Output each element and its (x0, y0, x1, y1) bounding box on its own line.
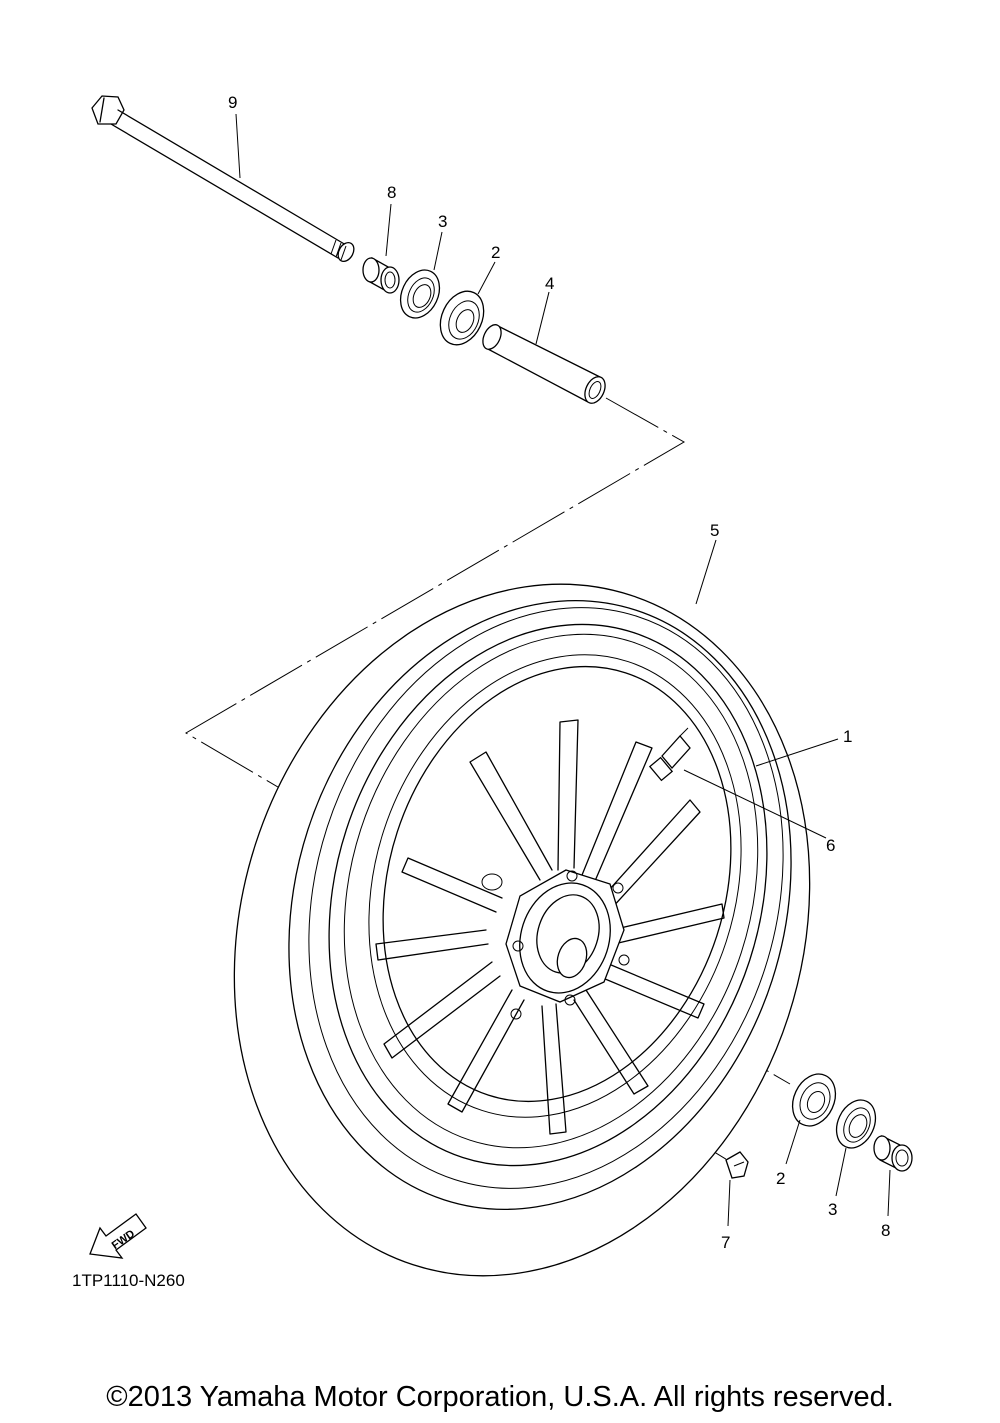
callout-valve: 6 (826, 836, 835, 855)
wheel-hub (481, 869, 630, 1020)
oil-seal-top (399, 269, 441, 319)
callout-labels: 9 8 3 2 4 5 1 6 2 3 8 7 (228, 93, 890, 1252)
callout-wheel: 1 (843, 727, 852, 746)
callout-tire: 5 (710, 521, 719, 540)
callout-bearing-top: 2 (491, 243, 500, 262)
front-axle (91, 95, 355, 262)
cast-wheel (328, 623, 768, 1167)
collar-bottom (873, 1134, 913, 1172)
wheel-spokes (375, 719, 725, 1135)
diagram-code: 1TP1110-N260 (72, 1271, 185, 1290)
callout-collar-bottom: 8 (881, 1221, 890, 1240)
oil-seal-bottom (835, 1099, 877, 1149)
fwd-arrow-icon: FWD (89, 1213, 147, 1259)
callout-collar-top: 8 (387, 183, 396, 202)
callout-weight: 7 (721, 1233, 730, 1252)
bearing-top (439, 290, 485, 346)
spacer-tube (482, 324, 606, 404)
callout-spacer: 4 (545, 274, 554, 293)
balance-weight (725, 1151, 749, 1179)
callout-bearing-bottom: 2 (776, 1169, 785, 1188)
leader-lines (235, 113, 891, 1227)
valve-stem (648, 727, 691, 782)
bearing-bottom (791, 1073, 837, 1127)
callout-seal-top: 3 (438, 212, 447, 231)
callout-seal-bottom: 3 (828, 1200, 837, 1219)
copyright-notice: ©2013 Yamaha Motor Corporation, U.S.A. A… (106, 1381, 894, 1413)
collar-top (362, 256, 400, 294)
callout-axle: 9 (228, 93, 237, 112)
